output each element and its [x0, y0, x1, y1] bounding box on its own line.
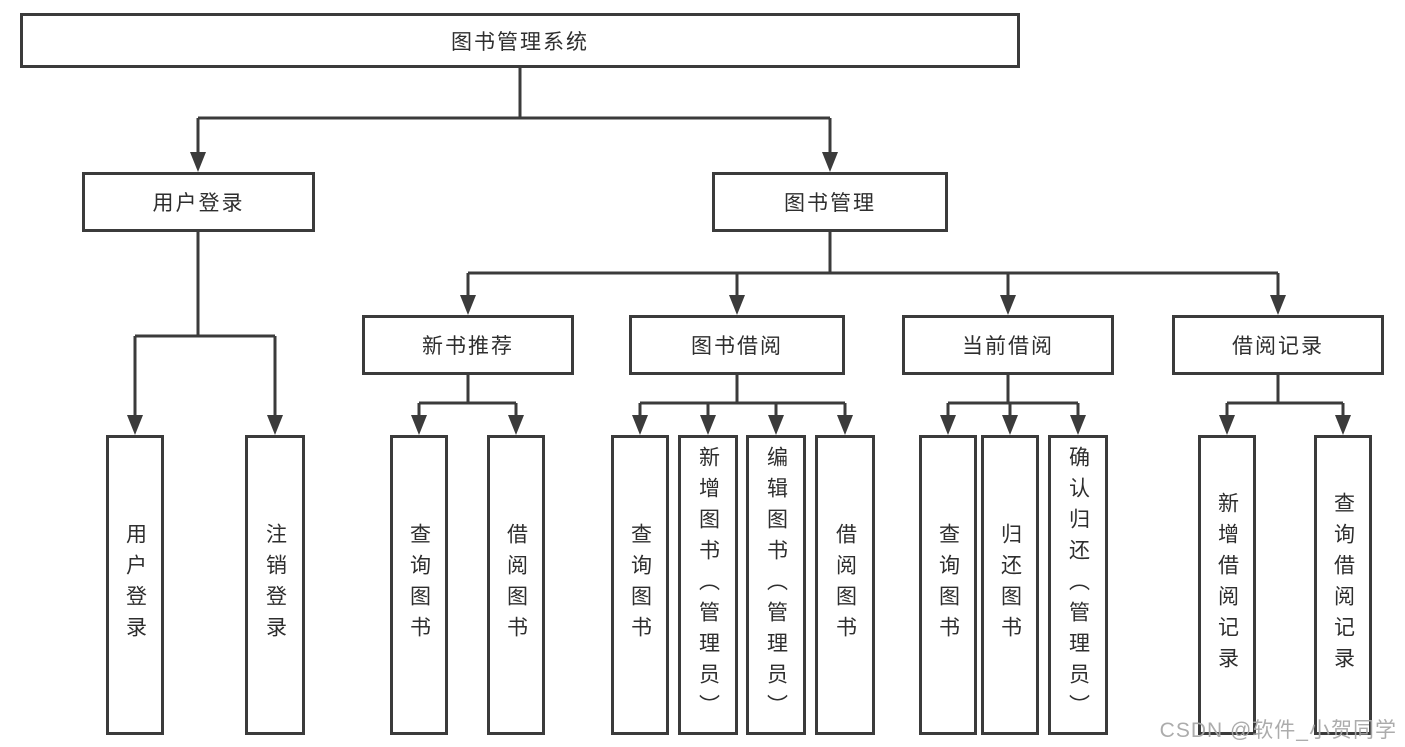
- node-leaf-recommend-query-books-label: 查询图书: [407, 523, 431, 647]
- arrow-icon: [700, 415, 716, 435]
- node-leaf-add-books-admin-label: 新增图书（管理员）: [696, 445, 720, 725]
- node-leaf-logout: 注销登录: [245, 435, 305, 735]
- arrow-icon: [127, 415, 143, 435]
- node-leaf-add-borrow-record-label: 新增借阅记录: [1215, 492, 1239, 678]
- arrow-icon: [1000, 295, 1016, 315]
- node-leaf-query-borrow-record-label: 查询借阅记录: [1331, 492, 1355, 678]
- node-leaf-recommend-borrow-books-label: 借阅图书: [504, 523, 528, 647]
- node-leaf-add-books-admin: 新增图书（管理员）: [678, 435, 738, 735]
- arrow-icon: [411, 415, 427, 435]
- arrow-icon: [822, 152, 838, 172]
- node-book-borrowing-label: 图书借阅: [691, 335, 783, 358]
- node-leaf-borrowing-borrow-books-label: 借阅图书: [833, 523, 857, 647]
- node-leaf-edit-books-admin: 编辑图书（管理员）: [746, 435, 806, 735]
- connector-book-borrow-split: [638, 375, 847, 421]
- node-book-management: 图书管理: [712, 172, 948, 232]
- node-current-borrowing: 当前借阅: [902, 315, 1114, 375]
- node-leaf-confirm-return-admin-label: 确认归还（管理员）: [1066, 445, 1090, 725]
- node-leaf-return-books-label: 归还图书: [998, 523, 1022, 647]
- arrow-icon: [1070, 415, 1086, 435]
- node-leaf-edit-books-admin-label: 编辑图书（管理员）: [764, 445, 788, 725]
- node-leaf-current-query-books-label: 查询图书: [936, 523, 960, 647]
- node-leaf-add-borrow-record: 新增借阅记录: [1198, 435, 1256, 735]
- node-leaf-confirm-return-admin: 确认归还（管理员）: [1048, 435, 1108, 735]
- arrow-icon: [837, 415, 853, 435]
- connector-user-login-split: [133, 232, 277, 421]
- node-leaf-query-borrow-record: 查询借阅记录: [1314, 435, 1372, 735]
- node-root: 图书管理系统: [20, 13, 1020, 68]
- node-leaf-return-books: 归还图书: [981, 435, 1039, 735]
- node-leaf-logout-label: 注销登录: [263, 523, 287, 647]
- node-current-borrowing-label: 当前借阅: [962, 335, 1054, 358]
- arrow-icon: [190, 152, 206, 172]
- node-leaf-current-query-books: 查询图书: [919, 435, 977, 735]
- node-leaf-recommend-query-books: 查询图书: [390, 435, 448, 735]
- node-leaf-borrowing-query-books: 查询图书: [611, 435, 669, 735]
- arrow-icon: [1002, 415, 1018, 435]
- watermark: CSDN @软件_小贺同学: [1159, 719, 1397, 742]
- arrow-icon: [1335, 415, 1351, 435]
- node-book-borrowing: 图书借阅: [629, 315, 845, 375]
- node-book-management-label: 图书管理: [784, 192, 876, 215]
- connector-new-book-split: [417, 375, 518, 421]
- node-leaf-borrowing-borrow-books: 借阅图书: [815, 435, 875, 735]
- node-leaf-borrowing-query-books-label: 查询图书: [628, 523, 652, 647]
- connector-book-mgmt-split: [466, 232, 1280, 301]
- node-leaf-user-login: 用户登录: [106, 435, 164, 735]
- connector-current-borrow-split: [946, 375, 1080, 421]
- arrow-icon: [1270, 295, 1286, 315]
- node-root-label: 图书管理系统: [451, 30, 589, 54]
- node-borrow-records-label: 借阅记录: [1232, 335, 1324, 358]
- connector-borrow-records-split: [1225, 375, 1345, 421]
- connector-root-split: [196, 68, 832, 158]
- node-leaf-user-login-label: 用户登录: [123, 523, 147, 647]
- arrow-icon: [632, 415, 648, 435]
- node-user-login: 用户登录: [82, 172, 315, 232]
- node-user-login-label: 用户登录: [152, 192, 245, 215]
- arrow-icon: [768, 415, 784, 435]
- arrow-icon: [267, 415, 283, 435]
- node-leaf-recommend-borrow-books: 借阅图书: [487, 435, 545, 735]
- arrow-icon: [729, 295, 745, 315]
- node-borrow-records: 借阅记录: [1172, 315, 1384, 375]
- arrow-icon: [508, 415, 524, 435]
- arrow-icon: [1219, 415, 1235, 435]
- arrow-icon: [940, 415, 956, 435]
- node-new-book-recommend: 新书推荐: [362, 315, 574, 375]
- node-new-book-recommend-label: 新书推荐: [422, 335, 514, 358]
- arrow-icon: [460, 295, 476, 315]
